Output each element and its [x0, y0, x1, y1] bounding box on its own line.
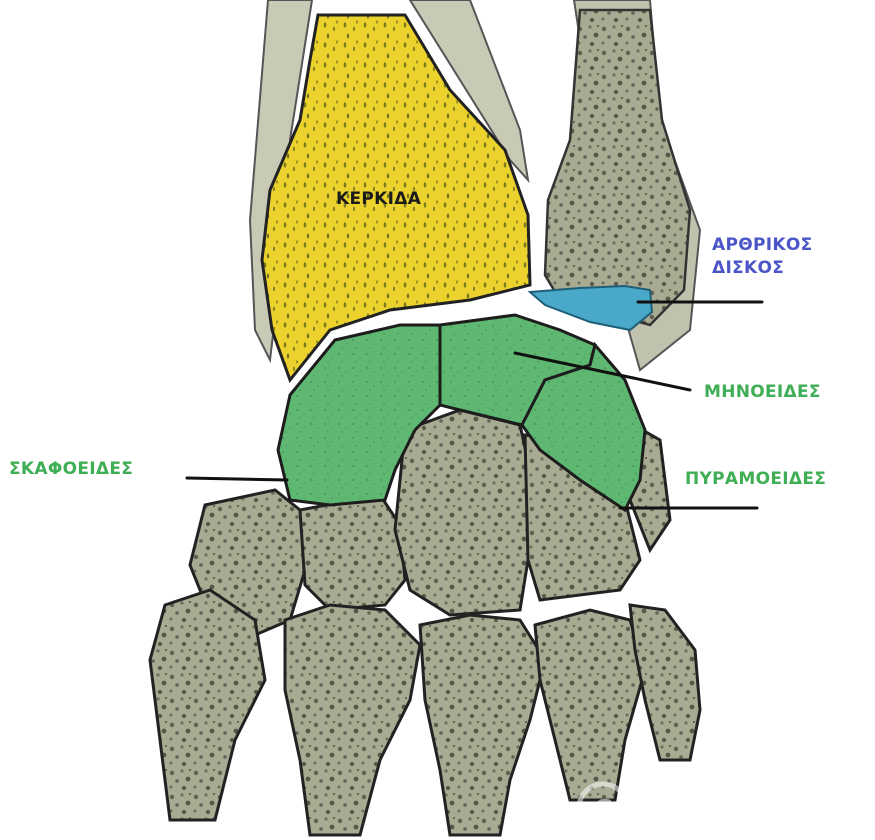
svg-text:ac: ac	[640, 793, 678, 828]
label-articular-disc-line2: ΔΙΣΚΟΣ	[712, 257, 813, 280]
articular-disc	[530, 286, 652, 330]
label-lunate: ΜΗΝΟΕΙΔΕΣ	[704, 381, 821, 404]
label-articular-disc-line1: ΑΡΘΡΙΚΟΣ	[712, 234, 813, 257]
label-triquetrum: ΠΥΡΑΜΟΕΙΔΕΣ	[685, 468, 826, 491]
leader-scaphoid	[187, 478, 287, 480]
label-scaphoid: ΣΚΑΦΟΕΙΔΕΣ	[9, 458, 133, 481]
label-articular-disc: ΑΡΘΡΙΚΟΣ ΔΙΣΚΟΣ	[712, 234, 813, 280]
metacarpal-bones	[150, 590, 700, 835]
ulna-head	[545, 10, 690, 325]
label-radius: ΚΕΡΚΙΔΑ	[336, 188, 421, 211]
svg-text:C: C	[593, 795, 612, 825]
